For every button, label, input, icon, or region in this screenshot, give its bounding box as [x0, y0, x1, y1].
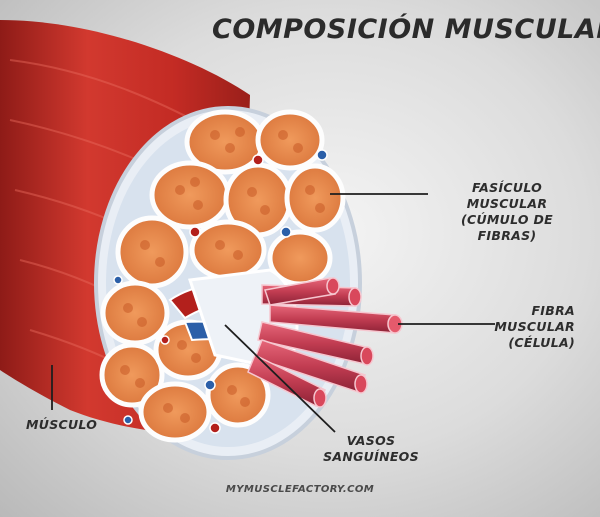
label-muscle: MÚSCULO [26, 417, 116, 433]
label-fiber-line3: (CÉLULA) [470, 335, 575, 351]
label-fiber: FIBRA MUSCULAR (CÉLULA) [470, 303, 575, 351]
page-title: COMPOSICIÓN MUSCULAR [212, 14, 582, 45]
label-vessels: VASOS SANGUÍNEOS [316, 433, 426, 465]
fascicle [141, 384, 209, 440]
label-fiber-line2: MUSCULAR [470, 319, 575, 335]
fascicle [192, 222, 264, 278]
label-muscle-line1: MÚSCULO [26, 417, 116, 433]
label-fascicle: FASÍCULO MUSCULAR (CÚMULO DE FIBRAS) [432, 180, 582, 244]
label-fascicle-line3: (CÚMULO DE FIBRAS) [432, 212, 582, 244]
label-vessels-line2: SANGUÍNEOS [316, 449, 426, 465]
footer-credit: MYMUSCLEFACTORY.COM [0, 484, 600, 495]
fascicle [103, 283, 167, 343]
label-fascicle-line2: MUSCULAR [432, 196, 582, 212]
label-fascicle-line1: FASÍCULO [432, 180, 582, 196]
label-fiber-line1: FIBRA [470, 303, 575, 319]
fascicle [258, 112, 322, 168]
fascicle [118, 218, 186, 286]
fascicle [287, 166, 343, 230]
label-vessels-line1: VASOS [316, 433, 426, 449]
